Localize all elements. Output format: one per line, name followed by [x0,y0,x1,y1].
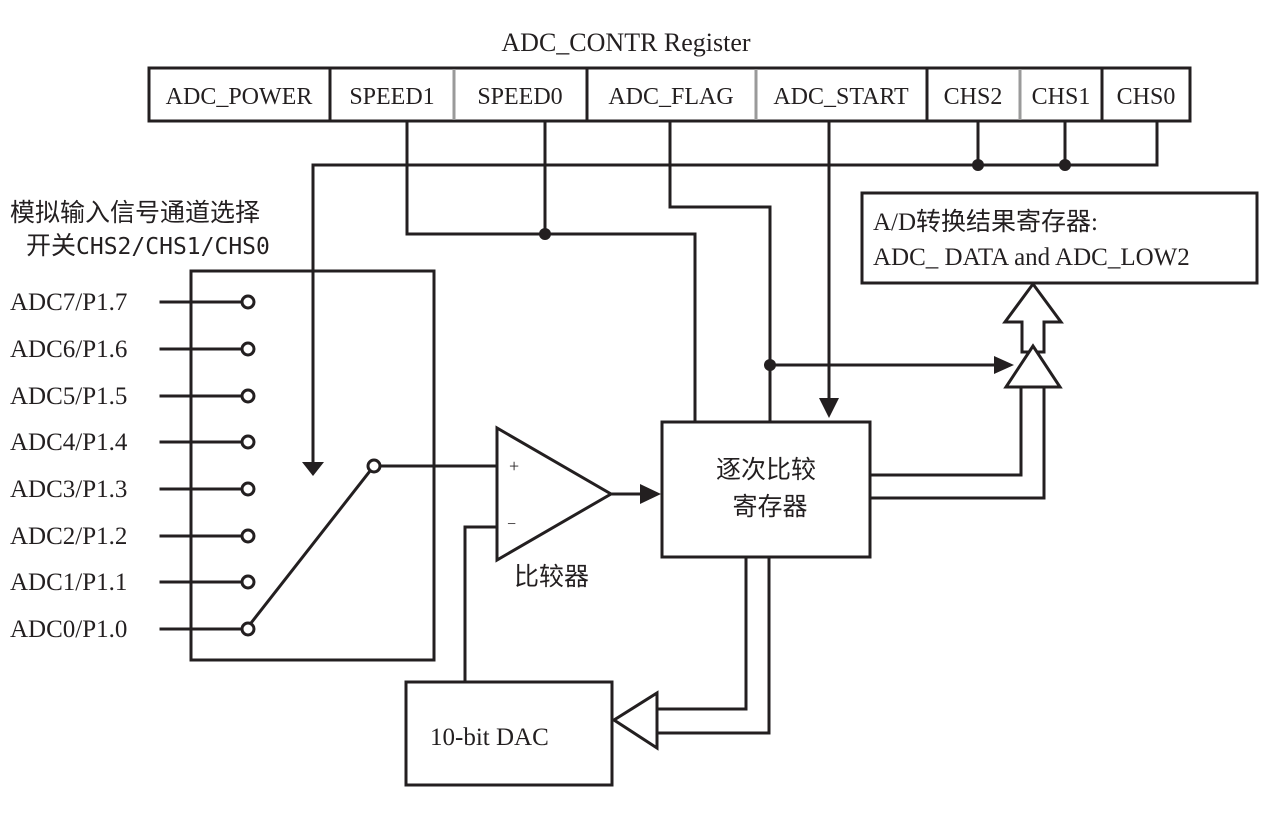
bus-arrow-up-icon [1002,281,1064,354]
mux-caption-cjk: 开关 [26,231,76,260]
dac-box [404,680,614,787]
result-register-line2: ADC_ DATA and ADC_LOW2 [873,244,1190,271]
input-label: ADC0/P1.0 [10,616,127,643]
input-terminal-icon [240,294,256,310]
bit-speed1: SPEED1 [349,84,434,110]
mux-input: ADC4/P1.4 [10,429,256,456]
mux-input: ADC0/P1.0 [10,616,256,643]
dac-label: 10-bit DAC [430,724,549,751]
input-label: ADC5/P1.5 [10,383,127,410]
sar-to-dac-bus [611,555,771,751]
mux-caption-line1: 模拟输入信号通道选择 [10,198,260,227]
bit-chs2: CHS2 [944,84,1003,110]
junction-dot [764,359,776,371]
comparator-minus: − [507,516,516,533]
comparator-output-arrow-icon [640,484,661,504]
output-gate-triangle-icon [1003,343,1063,389]
chs-bus-wire [311,119,1159,464]
bus-wire-outer [868,386,1046,500]
mux-input: ADC3/P1.3 [10,476,256,503]
bit-chs1: CHS1 [1032,84,1091,110]
input-terminal-icon [240,481,256,497]
input-label: ADC7/P1.7 [10,289,127,316]
mux-input: ADC7/P1.7 [10,289,256,316]
junction-dot [539,228,551,240]
mux-caption-code: CHS2/CHS1/CHS0 [76,234,270,260]
register-frame [147,66,1192,123]
junction-dot [972,159,984,171]
bit-speed0: SPEED0 [477,84,562,110]
input-label: ADC2/P1.2 [10,523,127,550]
mux-input: ADC5/P1.5 [10,383,256,410]
sar-label-line2: 寄存器 [732,492,807,521]
bit-adc-start: ADC_START [773,84,909,110]
adc-contr-register: ADC_POWER SPEED1 SPEED0 ADC_FLAG ADC_STA… [147,66,1192,123]
start-arrow-icon [819,398,839,418]
speed-wires [405,119,697,424]
mux-caption-line2: 开关CHS2/CHS1/CHS0 [26,231,270,260]
comparator-label: 比较器 [514,562,589,591]
sar-to-result-bus [868,281,1064,500]
bit-adc-power: ADC_POWER [166,84,313,110]
dac-bus-arrow-icon [611,690,659,751]
register-title: ADC_CONTR Register [501,28,751,57]
dac-to-comparator-wire [463,525,499,684]
bit-adc-flag: ADC_FLAG [608,84,733,110]
gate-enable-arrow-icon [994,356,1014,374]
input-label: ADC4/P1.4 [10,429,128,456]
switch-arm [248,468,373,626]
comparator: + − 比较器 [495,425,661,591]
result-register-line1: A/D转换结果寄存器: [873,208,1098,236]
bit-chs0: CHS0 [1117,84,1176,110]
input-label: ADC3/P1.3 [10,476,127,503]
dac-bus-wire-outer [655,555,771,735]
input-terminal-icon [240,388,256,404]
mux-input: ADC1/P1.1 [10,569,256,596]
sar-label-line1: 逐次比较 [716,455,816,484]
mux-input: ADC2/P1.2 [10,523,256,550]
switch-common-terminal-icon [366,458,382,474]
input-terminal-icon [240,434,256,450]
adc-start-wires [819,119,839,418]
result-register-box [860,191,1259,285]
bus-wire-inner [868,386,1023,477]
mux-input: ADC6/P1.6 [10,336,256,363]
input-label: ADC1/P1.1 [10,569,127,596]
input-terminal-icon [240,341,256,357]
dac-bus-wire-inner [655,555,748,711]
junction-dot [1059,159,1071,171]
input-terminal-icon [240,528,256,544]
sar-register-box [660,420,872,559]
comparator-plus: + [509,456,519,476]
mux-select-arrow-icon [302,462,324,476]
mux-inputs: ADC7/P1.7 ADC6/P1.6 ADC5/P1.5 ADC4/P1.4 … [10,289,256,643]
adc-flag-wire [668,119,772,424]
comparator-triangle-icon [495,425,614,563]
input-label: ADC6/P1.6 [10,336,127,363]
adc-flag-wires [668,119,1014,424]
channel-select-wires [302,119,1159,476]
input-terminal-icon [240,574,256,590]
input-terminal-icon [240,621,256,637]
